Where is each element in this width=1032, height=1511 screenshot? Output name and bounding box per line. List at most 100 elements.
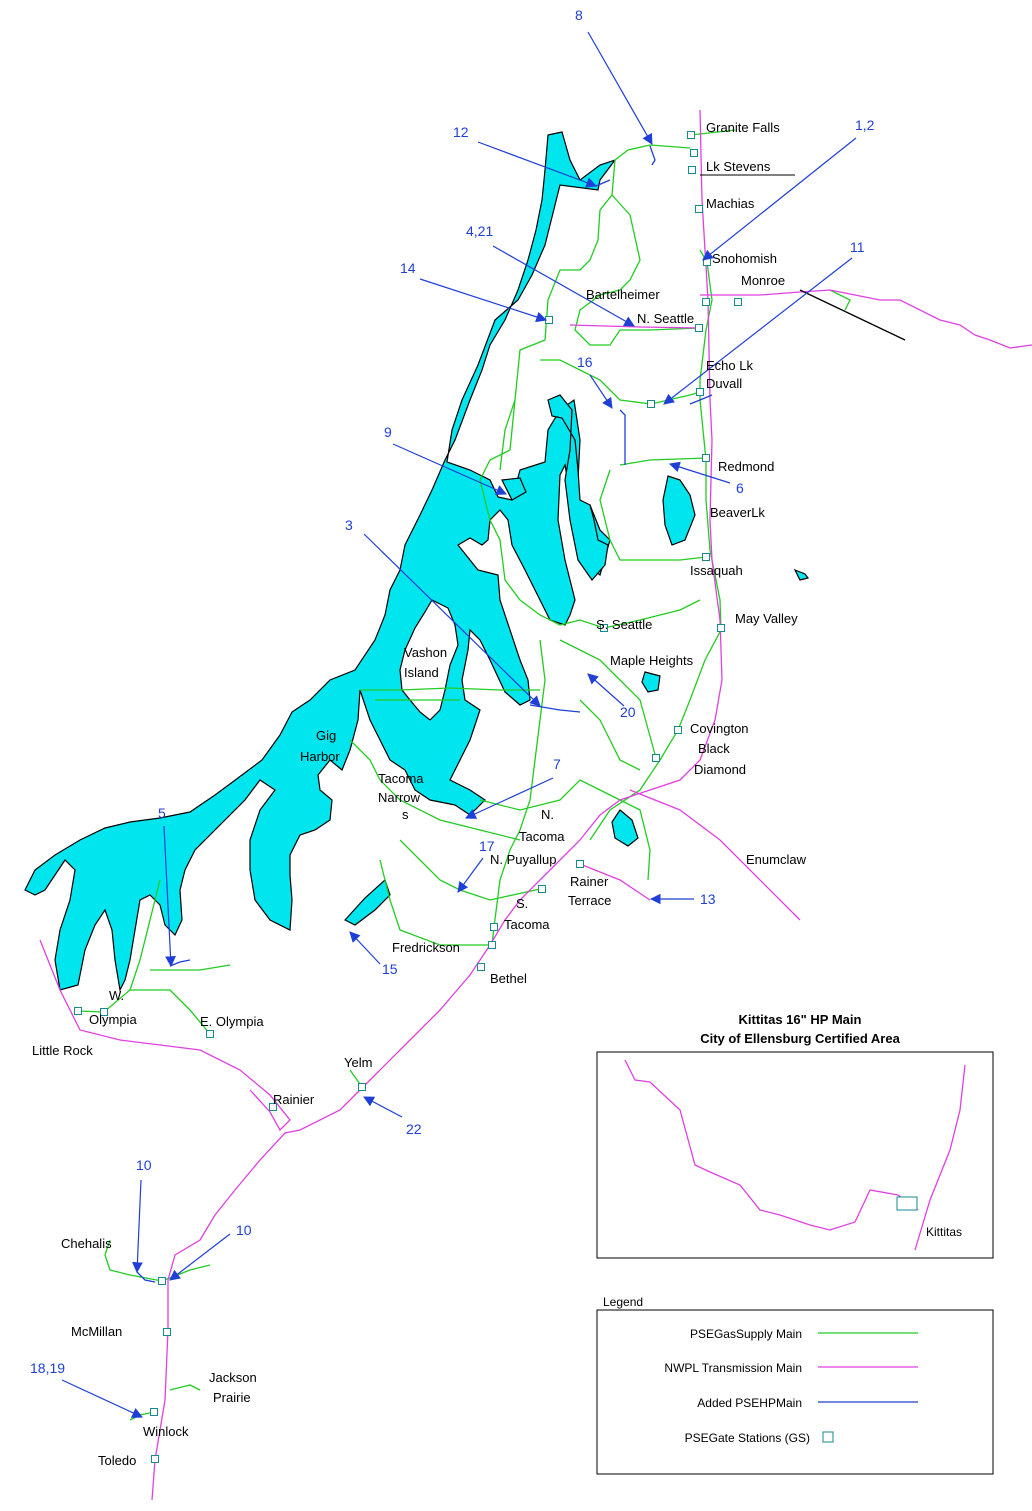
callout-arrow-c12 [477,141,598,188]
place-label-snohomish: Snohomish [712,251,777,266]
place-label-issaquah: Issaquah [690,563,743,578]
inset-title: Kittitas 16" HP Main [739,1012,862,1027]
place-label-machias: Machias [706,196,755,211]
inset-frame [596,1051,994,1259]
gate-station-28 [163,1328,171,1336]
place-label-terrace: Terrace [568,893,611,908]
gate-station-16 [652,754,660,762]
callout-arrow-c421 [492,245,635,327]
place-label-bartelheimer: Bartelheimer [586,287,660,302]
gate-station-9 [696,388,704,396]
place-label-little-rock: Little Rock [32,1043,93,1058]
callout-arrow-c5 [163,825,176,968]
black-line [799,289,906,341]
inset-subtitle: City of Ellensburg Certified Area [700,1031,900,1046]
legend-gas-label: PSEGasSupply Main [690,1327,802,1341]
gate-station-24 [206,1030,214,1038]
place-label-covington: Covington [690,721,749,736]
callout-arrow-c16 [589,374,613,409]
place-label-w-olympia: Olympia [89,1012,137,1027]
callout-number-c7: 7 [553,756,561,772]
place-label-yelm: Yelm [344,1055,372,1070]
place-label-beaver-lk: BeaverLk [710,505,765,520]
callout-arrow-c14 [419,278,548,323]
place-label-lk-stevens: Lk Stevens [706,159,771,174]
gate-station-8 [545,316,553,324]
gate-station-0 [687,131,695,139]
place-label-mcmillan: McMillan [71,1324,122,1339]
place-label-narrows: Narrow [378,790,421,805]
gate-station-14 [600,624,608,632]
puget-sound-water [24,131,810,992]
callout-number-c17: 17 [479,838,495,854]
place-label-s-tacoma-s: S. [516,896,528,911]
gate-station-19 [490,923,498,931]
legend-gs-label: PSEGate Stations (GS) [685,1431,810,1445]
place-label-n-tacoma: Tacoma [519,829,565,844]
place-label-n-puyallup: N. Puyallup [490,852,556,867]
place-label-vashon: Vashon [404,645,447,660]
place-label-fredrickson: Fredrickson [392,940,460,955]
kittitas-inset: Kittitas 16" HP Main City of Ellensburg … [596,1012,994,1259]
place-label-maple-heights: Maple Heights [610,653,694,668]
place-label-gig: Gig [316,728,336,743]
callout-arrow-c9 [392,443,507,496]
gate-station-6 [702,298,710,306]
callout-number-c5: 5 [158,805,166,821]
gate-station-17 [576,860,584,868]
place-label-prairie: Prairie [213,1390,251,1405]
gate-station-27 [158,1277,166,1285]
gate-station-4 [703,258,711,266]
place-label-enumclaw: Enumclaw [746,852,807,867]
callout-number-c9: 9 [384,424,392,440]
callout-number-c6: 6 [736,480,744,496]
place-label-rainer: Rainer [570,874,609,889]
legend-title: Legend [603,1295,643,1309]
place-label-redmond: Redmond [718,459,774,474]
callout-number-c10b: 10 [236,1222,252,1238]
place-label-n-tacoma-n: N. [541,807,554,822]
place-label-jackson: Jackson [209,1370,257,1385]
callout-number-c13: 13 [700,891,716,907]
gate-station-29 [150,1408,158,1416]
gate-station-13 [717,624,725,632]
callout-arrow-c20 [587,673,625,707]
callout-number-c421: 4,21 [466,223,493,239]
place-label-diamond: Diamond [694,762,746,777]
place-label-island: Island [404,665,439,680]
callout-arrow-c8 [587,31,653,145]
callout-number-c12b: 1,2 [855,117,875,133]
callout-arrow-c7 [465,777,554,819]
place-label-echo-lk: Echo Lk [706,358,753,373]
gate-station-25 [269,1103,277,1111]
callout-number-c8: 8 [575,7,583,23]
place-label-duvall: Duvall [706,376,742,391]
legend: Legend PSEGasSupply Main NWPL Transmissi… [596,1295,994,1475]
added-hp-mains [136,145,713,1283]
place-label-w-olympia-w: W. [109,988,124,1003]
legend-frame [596,1309,994,1475]
place-label-s-seattle: S. Seattle [596,617,652,632]
callout-arrow-c3 [363,533,541,707]
callout-number-c16: 16 [577,354,593,370]
place-label-black: Black [698,741,730,756]
inset-gate-station [896,1196,918,1211]
nwpl-transmission-mains [39,109,1032,1501]
gate-station-12 [702,553,710,561]
callout-number-c1819: 18,19 [30,1360,65,1376]
gate-station-23 [100,1008,108,1016]
gate-station-21 [477,963,485,971]
callout-arrow-c10b [169,1233,231,1281]
inset-nwpl-line-2 [914,1064,966,1251]
callout-number-c12: 12 [453,124,469,140]
gate-station-2 [688,166,696,174]
legend-added-label: Added PSEHPMain [697,1396,802,1410]
place-label-harbor: Harbor [300,749,340,764]
place-label-s-tacoma: Tacoma [504,917,550,932]
callout-number-c14: 14 [400,260,416,276]
inset-kittitas-label: Kittitas [926,1225,962,1239]
place-label-toledo: Toledo [98,1453,136,1468]
callout-number-c20: 20 [620,704,636,720]
